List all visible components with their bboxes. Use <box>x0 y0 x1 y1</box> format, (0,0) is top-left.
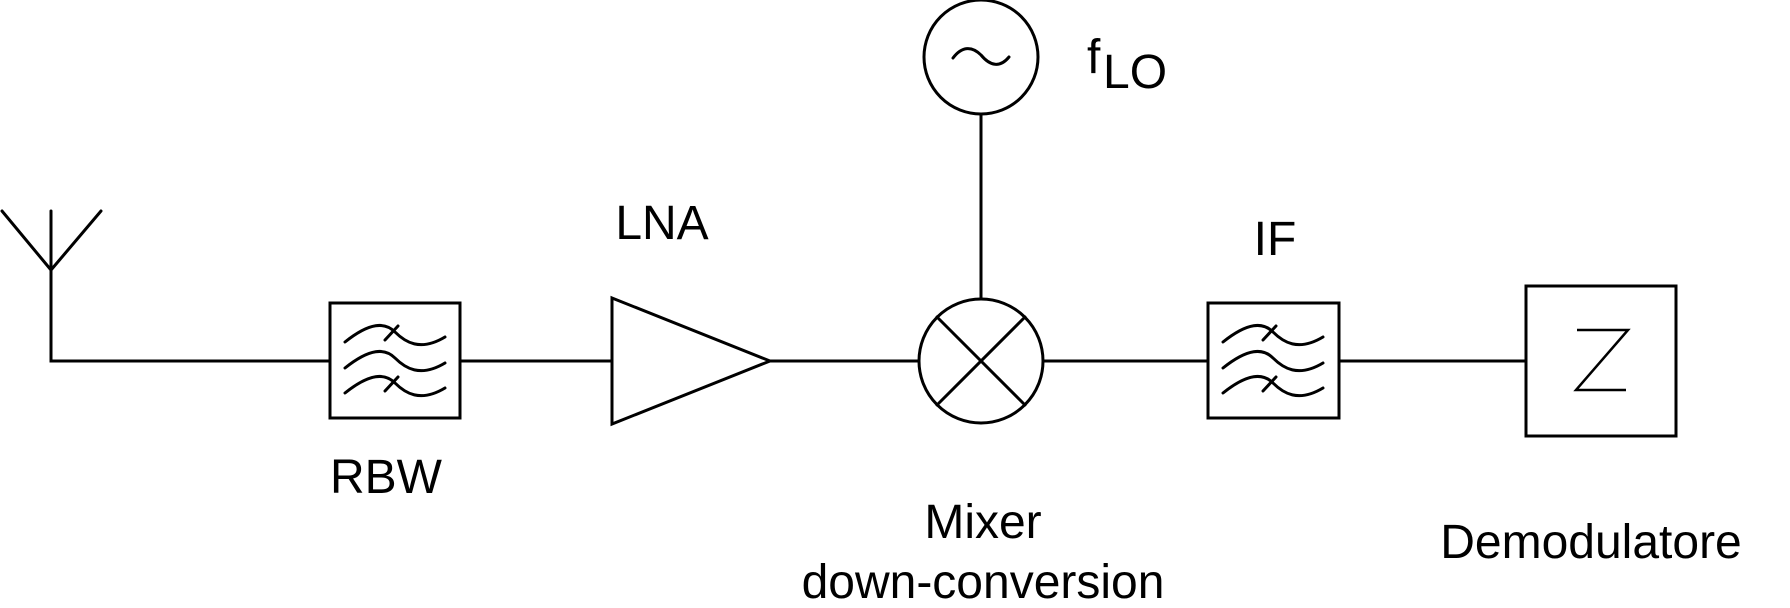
amplifier-triangle-icon <box>610 295 775 427</box>
mixer-cross-circle-icon <box>935 315 1027 407</box>
lo-label-subscript: LO <box>1103 46 1167 99</box>
mixer-block <box>917 297 1045 425</box>
rbw-label: RBW <box>330 451 443 504</box>
bandpass-filter-icon <box>1221 323 1325 398</box>
mixer-label-line1: Mixer <box>924 496 1041 549</box>
if-filter-block <box>1206 301 1341 420</box>
bandpass-filter-icon <box>343 323 447 398</box>
demodulator-block <box>1524 284 1678 438</box>
antenna-icon <box>0 209 103 272</box>
lo-label-f: f <box>1087 31 1101 84</box>
mixer-label-line2: down-conversion <box>802 556 1165 608</box>
demodulator-z-icon <box>1573 328 1631 392</box>
lna-block <box>610 295 775 427</box>
wires <box>49 112 1528 363</box>
lna-label: LNA <box>615 197 708 250</box>
rbw-filter-box <box>328 301 462 420</box>
wire-antenna-to-rbw <box>49 268 332 363</box>
rbw-filter-block <box>328 301 462 420</box>
if-label: IF <box>1254 213 1297 266</box>
local-oscillator-block <box>922 0 1040 116</box>
if-filter-box <box>1206 301 1341 420</box>
demodulator-label: Demodulatore <box>1440 516 1742 569</box>
oscillator-sine-icon <box>951 47 1011 66</box>
